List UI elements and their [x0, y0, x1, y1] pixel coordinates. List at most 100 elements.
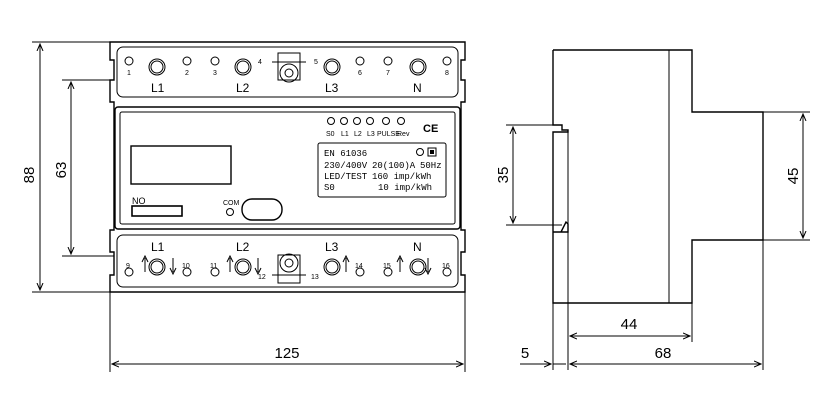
led-label: L1: [341, 131, 349, 138]
arrow-up-icon: [226, 254, 234, 272]
com-label: COM: [223, 200, 240, 207]
dimension-68: 68: [655, 345, 672, 362]
arrow-up-icon: [396, 254, 404, 272]
terminal-screw-large: [409, 258, 427, 276]
terminal-screw-large-inner: [150, 260, 164, 274]
terminal-screw-large: [409, 58, 427, 76]
seal-clamp-screw-inner: [284, 258, 294, 268]
front-view: 1 2 3 4 5 6 7 8 L1 L2 L3 N NO COM: [109, 41, 466, 293]
phase-label: N: [413, 240, 422, 254]
nameplate-symbol-circle: [416, 148, 424, 156]
terminal-number: 16: [442, 263, 450, 270]
nameplate-voltage: 230/400V: [324, 161, 368, 171]
terminal-screw-large-inner: [411, 260, 425, 274]
arrow-up-icon: [141, 254, 149, 272]
terminal-screw-small: [383, 267, 393, 277]
dimension-45: 45: [785, 168, 802, 185]
arrow-down-icon: [254, 258, 262, 276]
terminal-number: 6: [358, 70, 362, 77]
led-s0: [327, 117, 335, 125]
terminal-number: 1: [127, 70, 131, 77]
terminal-number: 15: [383, 263, 391, 270]
nameplate-s0-value: 10 imp/kWh: [378, 183, 432, 193]
nameplate-standard: EN 61036: [324, 149, 367, 159]
nameplate: EN 61036 230/400V 20(100)A 50Hz LED/TEST…: [317, 142, 447, 198]
terminal-screw-small: [124, 56, 134, 66]
arrow-up-icon: [342, 254, 350, 272]
nameplate-current: 20(100)A: [372, 161, 416, 171]
led-label: Rev: [397, 131, 410, 138]
nameplate-frame: [317, 142, 447, 198]
no-terminal-slot: [131, 205, 183, 217]
phase-label: L1: [151, 240, 165, 254]
phase-label: L3: [325, 81, 339, 95]
terminal-screw-large-inner: [150, 60, 164, 74]
side-profile-outline: [552, 49, 764, 304]
no-label: NO: [132, 196, 146, 206]
terminal-number: 12: [258, 274, 266, 281]
terminal-screw-large-inner: [325, 260, 339, 274]
side-dimensions: 35 45 44 5 68: [495, 111, 810, 370]
terminal-screw-small: [355, 267, 365, 277]
nameplate-led-label: LED/TEST: [324, 172, 368, 182]
seal-clamp-screw: [279, 63, 299, 83]
dimension-44: 44: [621, 316, 638, 333]
bottom-phase-labels: L1 L2 L3 N: [141, 240, 432, 276]
led-l2: [353, 117, 361, 125]
terminal-screw-large: [323, 258, 341, 276]
ce-mark: CE: [423, 123, 438, 135]
terminal-number: 7: [386, 70, 390, 77]
arrow-down-icon: [424, 258, 432, 276]
terminal-number: 5: [314, 59, 318, 66]
dimension-63: 63: [53, 162, 70, 179]
terminal-screw-small: [124, 267, 134, 277]
terminal-number: 10: [182, 263, 190, 270]
terminal-screw-small: [442, 56, 452, 66]
front-dimensions: 88 63 125: [21, 41, 466, 372]
terminal-screw-small: [182, 56, 192, 66]
led-l3: [366, 117, 374, 125]
bottom-screws: [124, 253, 452, 284]
dimension-35: 35: [495, 167, 512, 184]
led-label: S0: [326, 131, 335, 138]
terminal-screw-large-inner: [411, 60, 425, 74]
arrow-down-icon: [169, 258, 177, 276]
nameplate-symbol-fill: [430, 150, 434, 154]
seal-clamp-screw: [279, 253, 299, 273]
terminal-screw-large: [234, 258, 252, 276]
terminal-number: 2: [185, 70, 189, 77]
top-phase-labels: L1 L2 L3 N: [151, 81, 422, 95]
led-label: L2: [354, 131, 362, 138]
dimension-88: 88: [21, 167, 38, 184]
nameplate-led-value: 160 imp/kWh: [372, 172, 431, 182]
com-terminal: [226, 208, 234, 216]
nameplate-symbol-square: [427, 147, 437, 157]
seal-clamp-top: [277, 52, 301, 81]
test-button: [241, 198, 283, 221]
terminal-screw-small: [210, 267, 220, 277]
terminal-screw-large-inner: [236, 60, 250, 74]
terminal-number: 13: [311, 274, 319, 281]
nameplate-s0-label: S0: [324, 183, 335, 193]
side-view: [552, 49, 764, 304]
terminal-screw-large: [234, 58, 252, 76]
top-screws: [124, 52, 452, 83]
lcd-window: [130, 145, 232, 185]
terminal-number: 4: [258, 59, 262, 66]
led-rev: [397, 117, 405, 125]
terminal-screw-large: [148, 58, 166, 76]
dimension-125: 125: [274, 345, 299, 362]
terminal-number: 14: [355, 263, 363, 270]
top-terminal-block: [116, 46, 459, 98]
terminal-screw-large-inner: [236, 260, 250, 274]
terminal-screw-small: [210, 56, 220, 66]
nameplate-frequency: 50Hz: [420, 161, 442, 171]
terminal-screw-large: [323, 58, 341, 76]
led-l1: [340, 117, 348, 125]
terminal-screw-small: [383, 56, 393, 66]
terminal-number: 8: [445, 70, 449, 77]
display-panel-inner: [119, 111, 456, 225]
terminal-screw-large-inner: [325, 60, 339, 74]
bottom-terminal-block: [116, 234, 459, 288]
